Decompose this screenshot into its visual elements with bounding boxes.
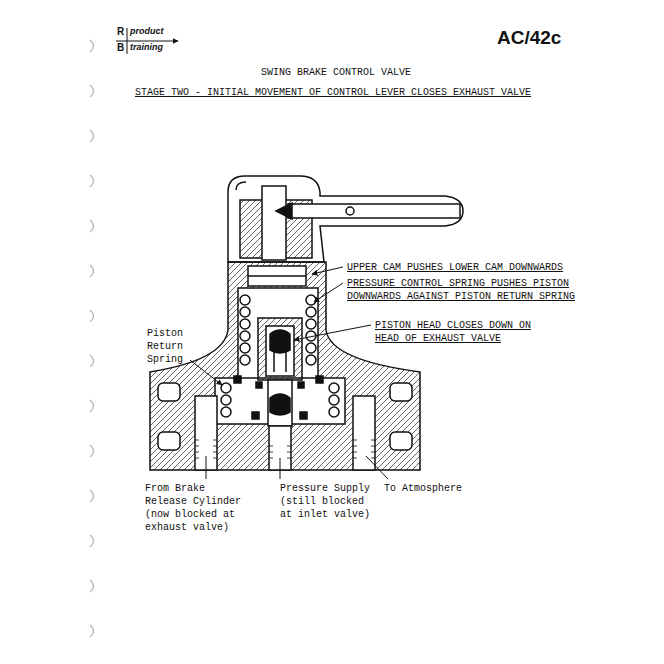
valve-body-part (248, 266, 306, 286)
part-label: Piston Return Spring (147, 327, 189, 366)
valve-body-part (270, 330, 290, 353)
callout-note: PRESSURE CONTROL SPRING PUSHES PISTON DO… (347, 277, 579, 303)
logo-word: training (130, 42, 163, 52)
valve-body-part (236, 182, 246, 190)
valve-body-part-part (158, 383, 180, 401)
logo-word: product (130, 26, 164, 36)
valve-body-part-part (240, 343, 250, 353)
valve-body-part-part (306, 355, 316, 365)
valve-body-part-part (252, 412, 259, 419)
leader-lines-part (280, 458, 281, 479)
punch-holes-part (90, 535, 94, 547)
punch-holes-part (90, 175, 94, 187)
leader-lines-part (314, 283, 343, 302)
valve-body-part-part (195, 440, 217, 458)
punch-holes-part (90, 40, 94, 52)
valve-body-part-part (158, 432, 180, 450)
leader-lines-part (312, 267, 343, 274)
valve-body-part-part (221, 395, 231, 405)
valve-body-part-part (240, 331, 250, 341)
valve-body-part (268, 380, 292, 426)
valve-body-part-part (306, 307, 316, 317)
page-title: SWING BRAKE CONTROL VALVE (236, 66, 436, 79)
valve-body-part-part (234, 376, 241, 383)
valve-body-part-part (306, 295, 316, 305)
punch-holes-part (90, 625, 94, 637)
valve-body-part (262, 186, 286, 260)
punch-holes-part (90, 310, 94, 322)
punch-holes-part (90, 130, 94, 142)
valve-body-part-part (390, 432, 412, 450)
valve-body-part-part (329, 407, 339, 417)
valve-body-part-part (329, 383, 339, 393)
valve-body-part-part (269, 446, 291, 458)
callout-note: UPPER CAM PUSHES LOWER CAM DOWNWARDS (347, 261, 563, 274)
valve-body-part-part (256, 382, 262, 388)
port-label: From Brake Release Cylinder (now blocked… (145, 482, 245, 534)
valve-body-part-part (353, 440, 375, 458)
valve-body-part-part (316, 376, 323, 383)
valve-body-part (234, 376, 323, 419)
valve-body-part (276, 203, 292, 219)
punch-holes-part (90, 85, 94, 97)
valve-body-part (274, 352, 286, 372)
leader-lines-part (366, 456, 388, 479)
valve-body-part-part (240, 355, 250, 365)
valve-body-part-part (306, 343, 316, 353)
punch-holes-part (90, 445, 94, 457)
stage-heading: STAGE TWO - INITIAL MOVEMENT OF CONTROL … (135, 86, 531, 99)
leader-lines-part (294, 325, 371, 340)
valve-body-part-part (240, 307, 250, 317)
punch-holes-part (90, 400, 94, 412)
valve-body-part-part (306, 319, 316, 329)
valve-body-part (248, 275, 306, 277)
valve-body-part-part (240, 295, 250, 305)
punch-holes-part (90, 490, 94, 502)
valve-body-part (353, 396, 375, 470)
punch-holes (90, 40, 94, 637)
valve-body-part-part (240, 319, 250, 329)
logo-marks-part (116, 41, 178, 42)
valve-body-part (195, 440, 375, 458)
valve-body-part-part (298, 382, 304, 388)
valve-body-part-part (221, 383, 231, 393)
valve-body-part-part (390, 383, 412, 401)
callout-note: PISTON HEAD CLOSES DOWN ON HEAD OF EXHAU… (375, 319, 540, 345)
logo-letter: B (117, 42, 124, 53)
sheet-number: AC/42c (497, 27, 561, 49)
valve-body-part (346, 207, 354, 215)
punch-holes-part (90, 355, 94, 367)
valve-body-part (228, 176, 463, 262)
valve-body-part-part (329, 395, 339, 405)
valve-body-part (266, 326, 294, 376)
port-label: To Atmosphere (384, 482, 462, 495)
punch-holes-part (90, 220, 94, 232)
logo-letter: R (117, 26, 124, 37)
punch-holes-part (90, 265, 94, 277)
port-label: Pressure Supply (still blocked at inlet … (280, 482, 372, 521)
leader-lines-part (206, 456, 207, 479)
valve-body-part (270, 394, 290, 415)
valve-body-part-part (300, 412, 307, 419)
valve-body-part (258, 318, 302, 380)
valve-body-part (238, 288, 318, 380)
punch-holes-part (90, 580, 94, 592)
leader-lines-part (190, 360, 222, 385)
valve-body-part (288, 204, 460, 218)
valve-body-part-part (221, 407, 231, 417)
